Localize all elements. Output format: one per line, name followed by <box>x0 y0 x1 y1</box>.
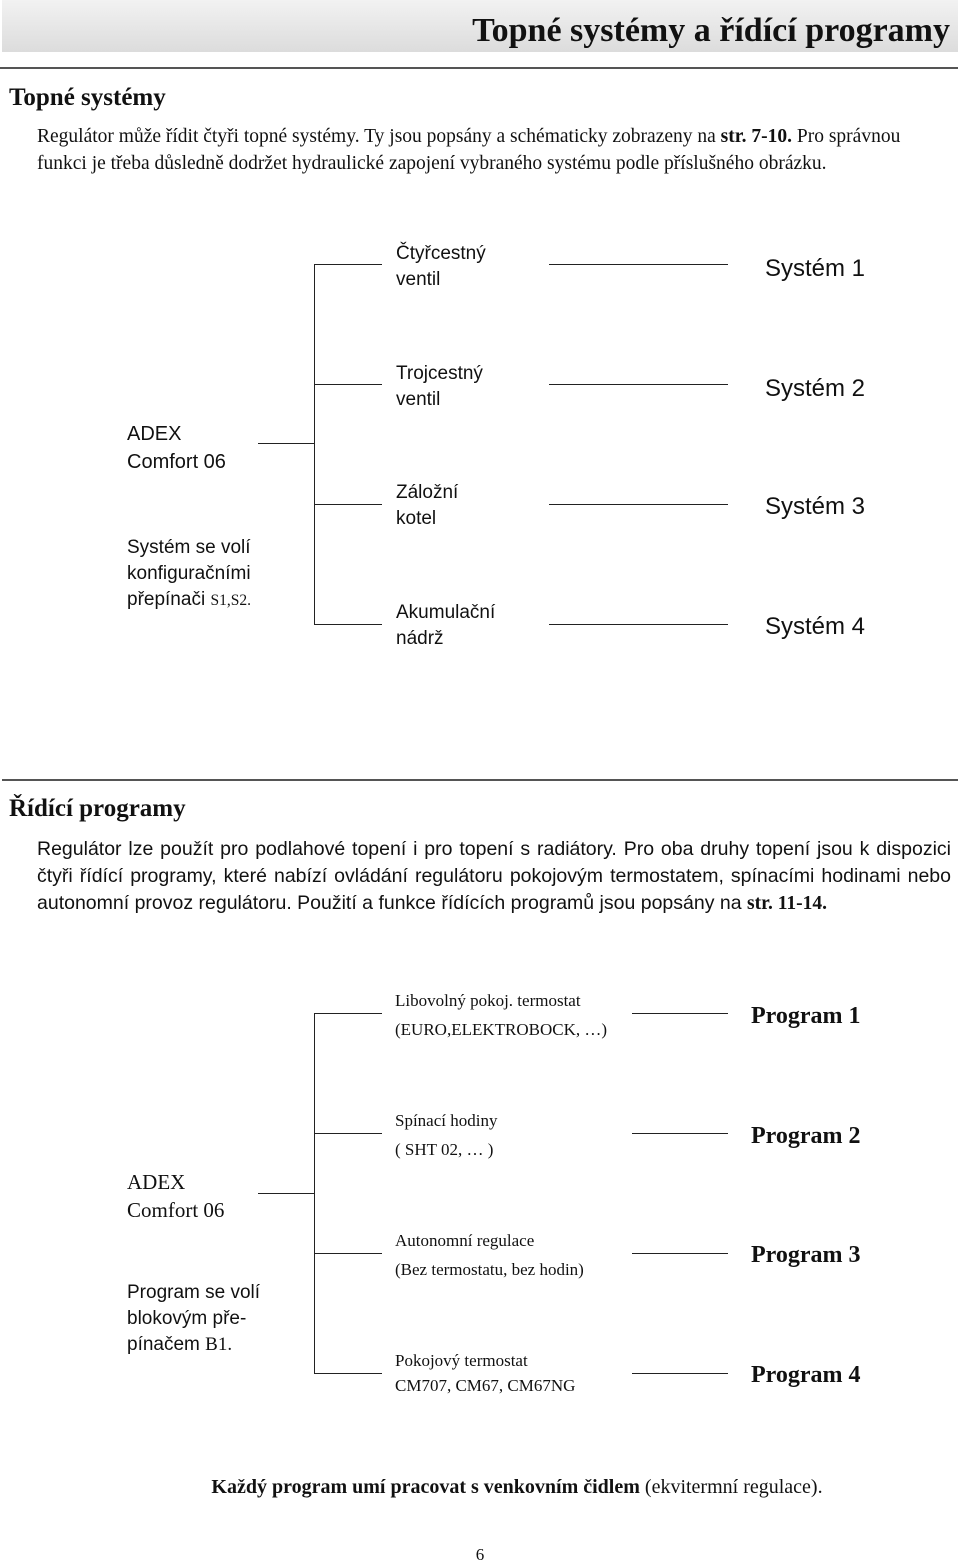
connector-line <box>314 624 382 625</box>
system-label: Systém 2 <box>765 375 866 402</box>
branch-label: Autonomní regulace (Bez termostatu, bez … <box>395 1231 584 1279</box>
section-divider <box>2 779 958 781</box>
system-label: Systém 4 <box>765 613 866 640</box>
branch-label: Akumulační nádrž <box>396 602 496 649</box>
connector-trunk <box>314 1013 315 1374</box>
connector-line <box>314 384 382 385</box>
connector-line <box>314 264 382 265</box>
connector-line <box>314 1373 382 1374</box>
device-label: ADEX Comfort 06 <box>127 1170 225 1222</box>
connector-line <box>632 1133 728 1134</box>
header-divider <box>0 67 958 69</box>
page-reference: str. 7-10. <box>720 126 792 147</box>
paragraph-text: Regulátor může řídit čtyři topné systémy… <box>37 126 721 147</box>
connector-line <box>632 1253 728 1254</box>
program-label: Program 1 <box>751 1003 861 1029</box>
branch-label: Záložní kotel <box>396 482 459 529</box>
paragraph-text: Regulátor lze použít pro podlahové topen… <box>37 838 951 914</box>
section-heading-systems: Topné systémy <box>9 84 166 111</box>
system-label: Systém 3 <box>765 493 866 520</box>
header-bar <box>2 0 958 52</box>
device-note: Systém se volí konfiguračními přepínači … <box>127 537 251 610</box>
connector-line <box>549 264 728 265</box>
connector-line <box>258 1193 314 1194</box>
system-label: Systém 1 <box>765 255 866 282</box>
branch-label: Pokojový termostat CM707, CM67, CM67NG <box>395 1351 576 1395</box>
branch-label: Čtyřcestný ventil <box>396 243 486 290</box>
page-reference: str. 11-14. <box>747 893 827 914</box>
page-number: 6 <box>475 1545 485 1564</box>
section-heading-programs: Řídící programy <box>9 795 186 822</box>
connector-line <box>314 1133 382 1134</box>
connector-line <box>549 624 728 625</box>
connector-line <box>258 443 314 444</box>
footer-note: Každý program umí pracovat s venkovním č… <box>211 1476 823 1498</box>
program-label: Program 2 <box>751 1123 861 1149</box>
connector-trunk <box>314 264 315 625</box>
connector-line <box>632 1013 728 1014</box>
device-label: ADEX Comfort 06 <box>127 423 226 473</box>
connector-line <box>314 504 382 505</box>
connector-line <box>314 1253 382 1254</box>
branch-label: Libovolný pokoj. termostat (EURO,ELEKTRO… <box>395 991 608 1039</box>
connector-line <box>549 384 728 385</box>
connector-line <box>314 1013 382 1014</box>
section-paragraph-systems: Regulátor může řídit čtyři topné systémy… <box>37 123 952 177</box>
section-paragraph-programs: Regulátor lze použít pro podlahové topen… <box>37 836 951 917</box>
connector-line <box>549 504 728 505</box>
program-label: Program 4 <box>751 1362 861 1388</box>
paragraph-text: Pro správnou funkci je třeba důsledně do… <box>37 126 901 174</box>
branch-label: Trojcestný ventil <box>396 363 483 410</box>
connector-line <box>632 1373 728 1374</box>
program-label: Program 3 <box>751 1242 861 1268</box>
page-title: Topné systémy a řídící programy <box>472 12 950 49</box>
device-note: Program se volí blokovým pře- pínačem B1… <box>127 1282 261 1355</box>
branch-label: Spínací hodiny ( SHT 02, … ) <box>395 1111 498 1159</box>
